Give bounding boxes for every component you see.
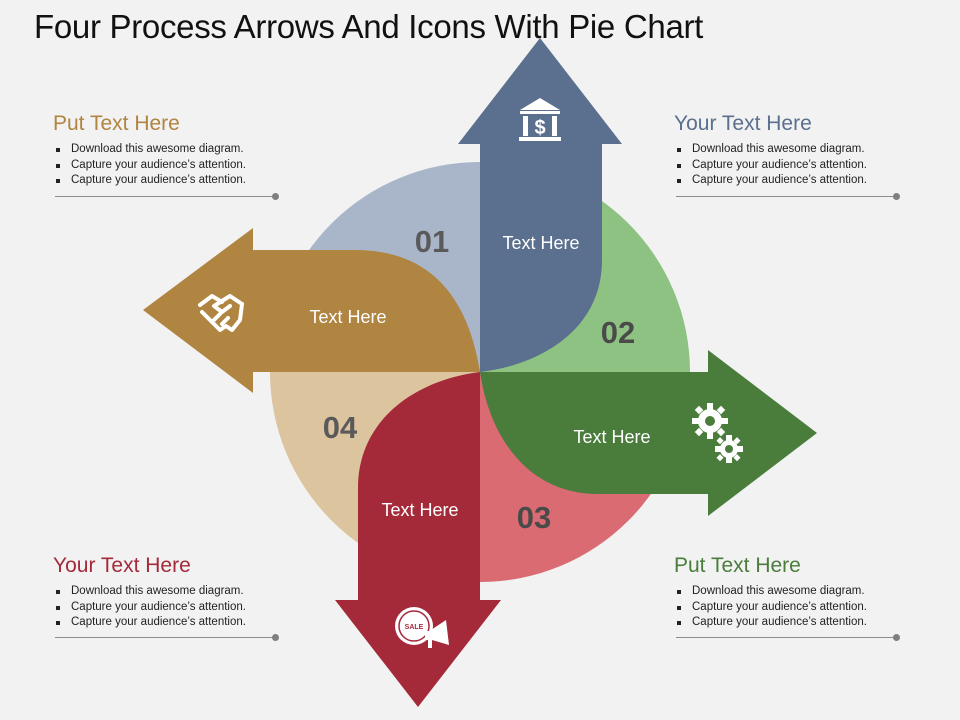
block-line: Capture your audience’s attention. bbox=[677, 615, 904, 631]
handshake-icon bbox=[198, 294, 244, 332]
divider-dot bbox=[272, 634, 279, 641]
sale-badge-text: SALE bbox=[405, 624, 424, 631]
segment-number-02: 02 bbox=[601, 315, 635, 350]
arrow-label-03: Text Here bbox=[381, 500, 458, 520]
arrow-label-02: Text Here bbox=[573, 427, 650, 447]
arrow-label-04: Text Here bbox=[309, 307, 386, 327]
divider-dot bbox=[272, 193, 279, 200]
block-line: Capture your audience’s attention. bbox=[677, 600, 904, 616]
text-block-bottom-right: Put Text Here Download this awesome diag… bbox=[674, 554, 904, 641]
svg-text:$: $ bbox=[534, 117, 545, 139]
arrow-01-blue bbox=[458, 38, 622, 372]
bank-icon: $ bbox=[519, 98, 561, 141]
block-line: Capture your audience’s attention. bbox=[677, 173, 904, 189]
text-block-top-left: Put Text Here Download this awesome diag… bbox=[53, 112, 283, 200]
block-line: Download this awesome diagram. bbox=[56, 584, 283, 600]
block-heading: Put Text Here bbox=[53, 112, 180, 135]
segment-number-01: 01 bbox=[415, 224, 449, 259]
arrow-03-red bbox=[335, 372, 501, 707]
text-block-top-right: Your Text Here Download this awesome dia… bbox=[674, 112, 904, 200]
block-line: Capture your audience’s attention. bbox=[56, 615, 283, 631]
divider-dot bbox=[893, 634, 900, 641]
arrow-02-green bbox=[480, 350, 817, 516]
text-block-bottom-left: Your Text Here Download this awesome dia… bbox=[53, 554, 283, 641]
block-line: Capture your audience’s attention. bbox=[677, 158, 904, 174]
arrow-label-01: Text Here bbox=[502, 233, 579, 253]
block-line: Capture your audience’s attention. bbox=[56, 173, 283, 189]
block-line: Capture your audience’s attention. bbox=[56, 600, 283, 616]
segment-number-03: 03 bbox=[517, 500, 551, 535]
divider bbox=[676, 637, 896, 638]
block-heading: Put Text Here bbox=[674, 554, 801, 577]
block-heading: Your Text Here bbox=[674, 112, 812, 135]
block-line: Download this awesome diagram. bbox=[677, 142, 904, 158]
divider bbox=[676, 196, 896, 197]
block-heading: Your Text Here bbox=[53, 554, 191, 577]
segment-number-04: 04 bbox=[323, 410, 358, 445]
block-line: Capture your audience’s attention. bbox=[56, 158, 283, 174]
block-line: Download this awesome diagram. bbox=[677, 584, 904, 600]
page-title: Four Process Arrows And Icons With Pie C… bbox=[34, 8, 704, 45]
divider bbox=[55, 196, 275, 197]
megaphone-sale-icon: SALE bbox=[395, 607, 449, 648]
gears-icon bbox=[692, 403, 743, 463]
arrow-04-gold bbox=[143, 228, 480, 393]
block-line: Download this awesome diagram. bbox=[56, 142, 283, 158]
divider bbox=[55, 637, 275, 638]
divider-dot bbox=[893, 193, 900, 200]
